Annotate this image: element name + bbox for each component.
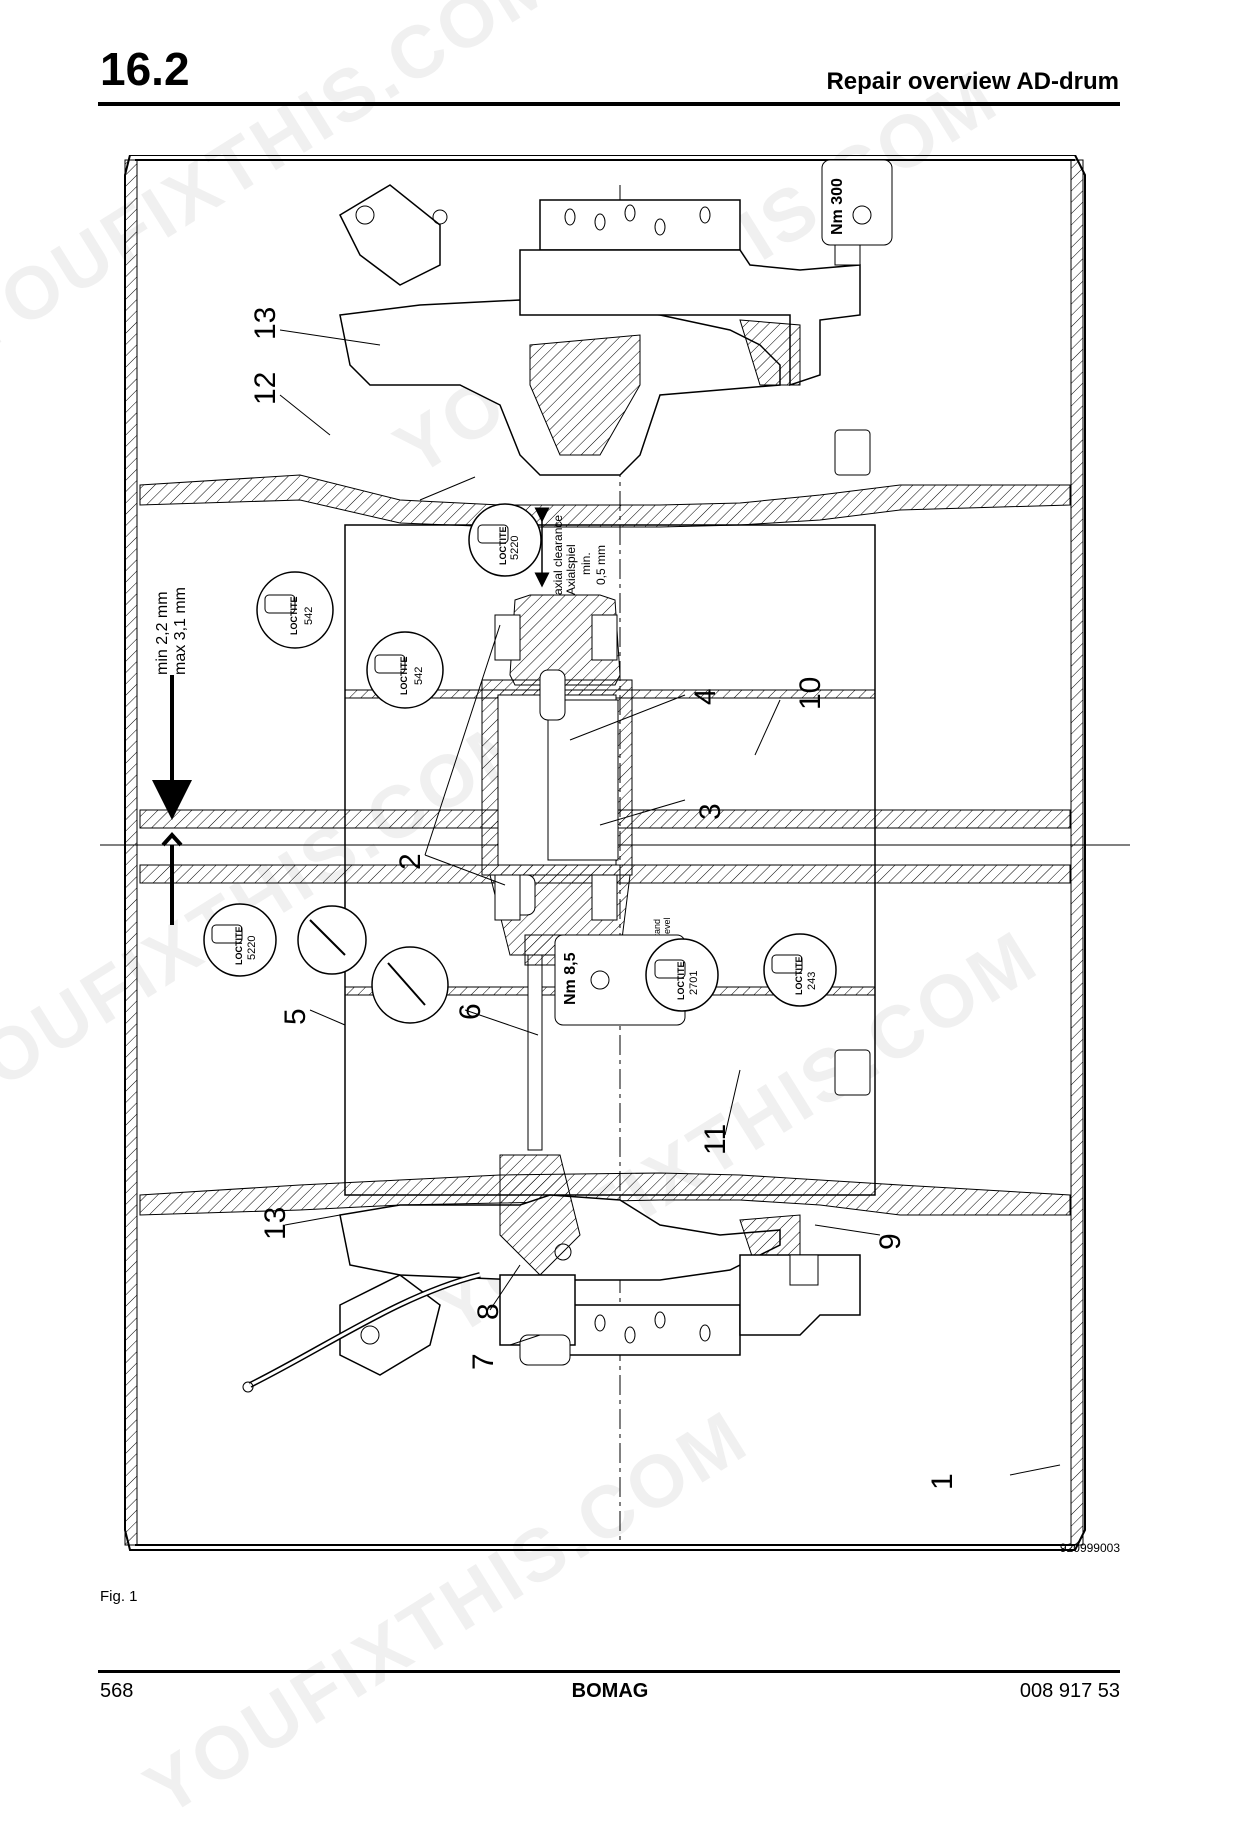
svg-text:542: 542 (413, 667, 425, 685)
svg-text:LOCTITE: LOCTITE (289, 597, 299, 636)
grease-brush-left (297, 905, 367, 975)
svg-text:LOCTITE: LOCTITE (234, 927, 244, 966)
callout-8: 8 (472, 1303, 505, 1320)
oil-level-en: Oil-level (662, 917, 672, 950)
callout-3: 3 (694, 803, 727, 820)
footer-rule (98, 1670, 1120, 1673)
svg-text:2701: 2701 (688, 971, 700, 995)
clearance-min-label: min 2,2 mm (154, 591, 171, 675)
page-number: 568 (100, 1680, 134, 1702)
svg-text:542: 542 (303, 607, 315, 625)
torque-nm300: Nm 300 (829, 178, 846, 235)
loctite-542-left: LOCTITE 542 (256, 571, 334, 649)
axial-clearance-value: 0,5 mm (594, 545, 608, 585)
callout-1: 1 (926, 1473, 959, 1490)
loctite-2701: LOCTITE 2701 (645, 938, 719, 1012)
axial-clearance-min: min. (579, 552, 593, 575)
svg-text:LOCTITE: LOCTITE (399, 657, 409, 696)
figure-caption: Fig. 1 (100, 1588, 138, 1605)
svg-text:5220: 5220 (509, 536, 521, 560)
drawing-number: 920999003 (1059, 1541, 1120, 1555)
loctite-5220-left: LOCTITE 5220 (203, 903, 277, 977)
axial-clearance-de: Axialspiel (564, 544, 578, 595)
document-number: 008 917 53 (1019, 1680, 1120, 1702)
callout-9: 9 (874, 1233, 907, 1250)
drum-cross-section-drawing: min 2,2 mm max 3,1 mm axial clearance Ax… (100, 155, 1130, 1551)
callout-4: 4 (689, 688, 722, 705)
callout-11: 11 (699, 1124, 732, 1155)
torque-nm85: Nm 8,5 (562, 952, 579, 1005)
callout-5: 5 (279, 1008, 312, 1025)
callout-13-bottom: 13 (259, 1207, 292, 1240)
section-number: 16.2 (100, 43, 190, 95)
callout-6: 6 (454, 1003, 487, 1020)
brand-name: BOMAG (571, 1680, 649, 1702)
callout-12: 12 (249, 372, 282, 405)
callout-7: 7 (467, 1353, 500, 1370)
grease-brush-shaft (371, 946, 449, 1024)
loctite-542-center: LOCTITE 542 (366, 631, 444, 709)
oil-level-de: Ölstand (652, 919, 662, 950)
loctite-243: LOCTITE 243 (763, 933, 837, 1007)
clearance-max-label: max 3,1 mm (172, 587, 189, 675)
svg-text:LOCTITE: LOCTITE (498, 527, 508, 566)
callout-10: 10 (794, 677, 827, 710)
callout-13-top: 13 (249, 307, 282, 340)
header-rule (98, 102, 1120, 106)
callout-2: 2 (394, 853, 427, 870)
page-title: Repair overview AD-drum (826, 68, 1119, 95)
svg-text:5220: 5220 (246, 936, 258, 960)
svg-text:243: 243 (806, 972, 818, 990)
svg-text:LOCTITE: LOCTITE (676, 962, 686, 1001)
loctite-5220-top: LOCTITE 5220 (468, 503, 542, 577)
svg-text:LOCTITE: LOCTITE (794, 957, 804, 996)
axial-clearance-en: axial clearance (551, 515, 565, 595)
